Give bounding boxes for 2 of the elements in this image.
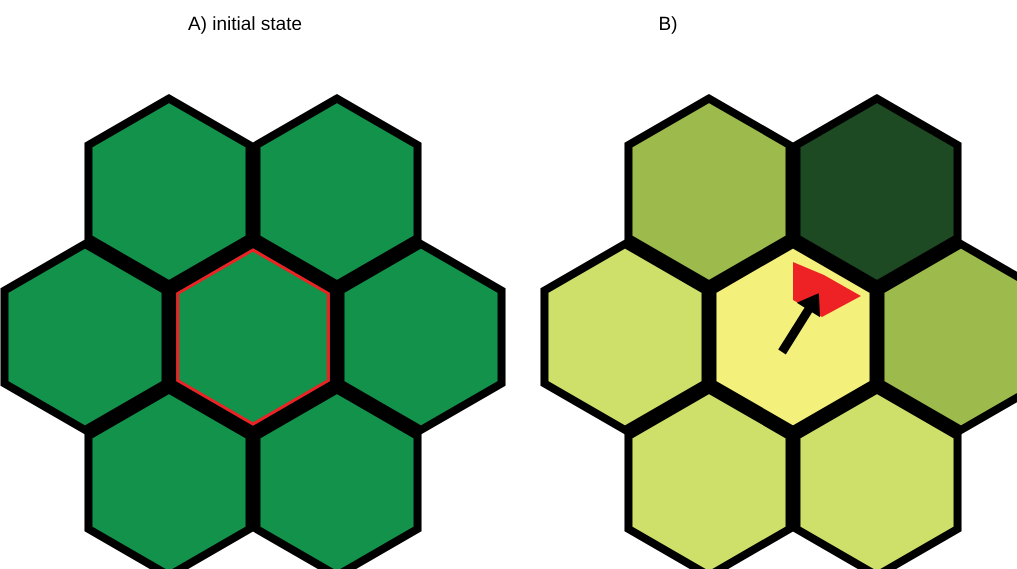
panel-label: B) [660,16,677,34]
panel-label: A) initial state [188,16,302,34]
